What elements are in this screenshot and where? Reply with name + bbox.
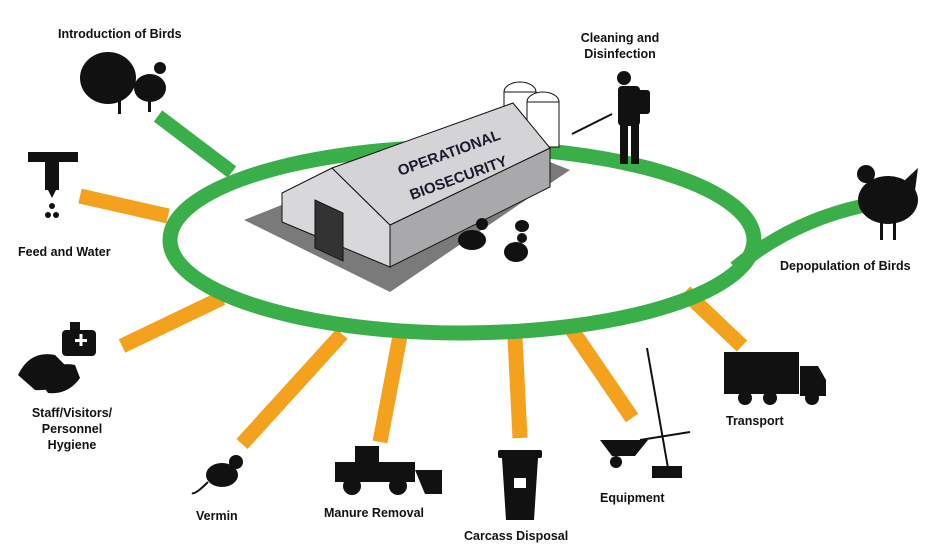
label-vermin: Vermin bbox=[196, 509, 238, 523]
hen-icon bbox=[857, 165, 918, 240]
locked-bin-icon bbox=[498, 450, 542, 520]
label-transport: Transport bbox=[726, 414, 784, 428]
sprayer-person-icon bbox=[571, 71, 650, 164]
label-staff: Staff/Visitors/ Personnel Hygiene bbox=[31, 406, 113, 452]
label-cleaning: Cleaning and Disinfection bbox=[580, 31, 660, 61]
arrow-manure bbox=[372, 334, 408, 444]
inbound-arrows bbox=[78, 188, 748, 450]
arrow-staff bbox=[118, 291, 226, 353]
arrow-introduction bbox=[153, 110, 237, 178]
loader-icon bbox=[335, 446, 442, 495]
truck-icon bbox=[724, 352, 826, 405]
arrow-vermin bbox=[236, 328, 348, 450]
label-equipment: Equipment bbox=[600, 491, 665, 505]
chickens-icon bbox=[458, 218, 529, 262]
hand-sanitizer-icon bbox=[18, 322, 96, 394]
label-introduction: Introduction of Birds bbox=[58, 27, 182, 41]
arrow-equipment bbox=[565, 325, 639, 423]
label-carcass: Carcass Disposal bbox=[464, 529, 569, 543]
arrow-feed bbox=[78, 188, 170, 224]
label-feed: Feed and Water bbox=[18, 245, 111, 259]
label-depopulation: Depopulation of Birds bbox=[780, 259, 911, 273]
water-tap-icon bbox=[28, 152, 78, 218]
wheelbarrow-broom-icon bbox=[600, 347, 691, 478]
barn-icon bbox=[244, 81, 570, 292]
turkey-icon bbox=[80, 52, 166, 114]
rat-icon bbox=[191, 455, 243, 495]
arrow-carcass bbox=[507, 337, 528, 439]
label-manure: Manure Removal bbox=[324, 506, 425, 520]
